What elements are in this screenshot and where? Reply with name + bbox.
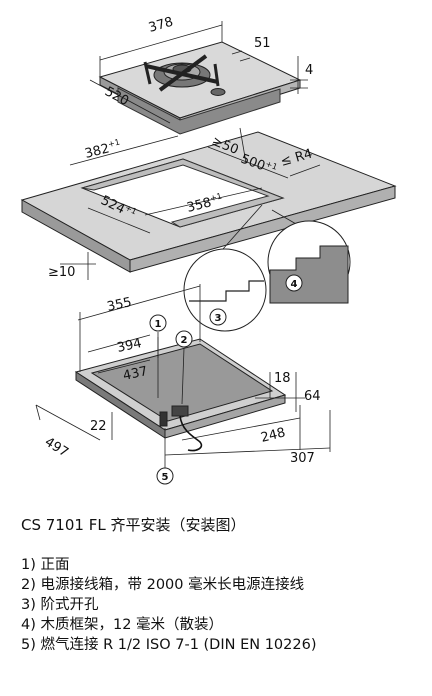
dim-394: 394 — [116, 336, 143, 356]
gas-connection — [159, 411, 168, 427]
callout-5-marker: 5 — [156, 428, 174, 485]
dim-cutout-width: 382+1 — [83, 137, 122, 161]
dim-307: 307 — [290, 451, 315, 466]
dim-frame-min: ≥10 — [48, 265, 75, 280]
dim-355: 355 — [106, 295, 133, 315]
cutout-step-rebate — [81, 158, 285, 228]
detail-circle-step: 3 — [183, 204, 267, 332]
dim-64: 64 — [304, 389, 321, 404]
callout-1: 1 — [155, 319, 162, 330]
hob-unit — [98, 41, 302, 135]
dim-437: 437 — [122, 364, 149, 384]
hob-body — [117, 87, 281, 135]
dim-hob-width: 378 — [147, 15, 175, 36]
dim-497: 497 — [42, 435, 71, 461]
control-knob — [210, 88, 226, 96]
cutout-dimension-lines — [60, 127, 321, 280]
figure-title: CS 7101 FL 齐平安装（安装图） — [21, 516, 246, 534]
callout-2: 2 — [181, 335, 188, 346]
callout-2-marker: 2 — [175, 330, 193, 405]
power-junction-box — [171, 405, 189, 417]
legend-list: 1) 正面 2) 电源接线箱，带 2000 毫米长电源连接线 3) 阶式开孔 4… — [21, 555, 316, 655]
countertop — [20, 131, 397, 273]
callout-5: 5 — [162, 472, 169, 483]
dim-inner-width: 358+1 — [185, 191, 224, 215]
countertop-right-edge — [129, 185, 396, 273]
callout-4: 4 — [291, 279, 298, 290]
installed-unit — [74, 338, 287, 452]
unit-dimension-lines — [35, 284, 331, 456]
caption-block: CS 7101 FL 齐平安装（安装图） — [21, 514, 421, 535]
legend-item: 4) 木质框架，12 毫米（散装） — [21, 617, 224, 633]
callout-3: 3 — [215, 313, 222, 324]
dim-hob-top-height: 4 — [305, 63, 313, 78]
dim-18: 18 — [274, 371, 291, 386]
dim-burner-offset: 51 — [254, 36, 271, 51]
gas-burner — [143, 54, 220, 92]
callout-1-marker: 1 — [149, 314, 167, 358]
hob-dimension-lines — [89, 21, 308, 124]
detail-circle-frame: 4 — [267, 209, 351, 304]
legend-item: 5) 燃气连接 R 1/2 ISO 7-1 (DIN EN 10226) — [21, 637, 317, 653]
legend-item: 3) 阶式开孔 — [21, 597, 99, 613]
legend-item: 2) 电源接线箱，带 2000 毫米长电源连接线 — [21, 577, 305, 593]
dim-248: 248 — [259, 425, 287, 446]
power-cable — [179, 415, 203, 452]
dim-22: 22 — [90, 419, 107, 434]
installation-diagram: 378 520 51 4 382+1 ≥50 500+1 ≤ R4 524+1 … — [20, 15, 397, 485]
legend-item: 1) 正面 — [21, 557, 70, 573]
